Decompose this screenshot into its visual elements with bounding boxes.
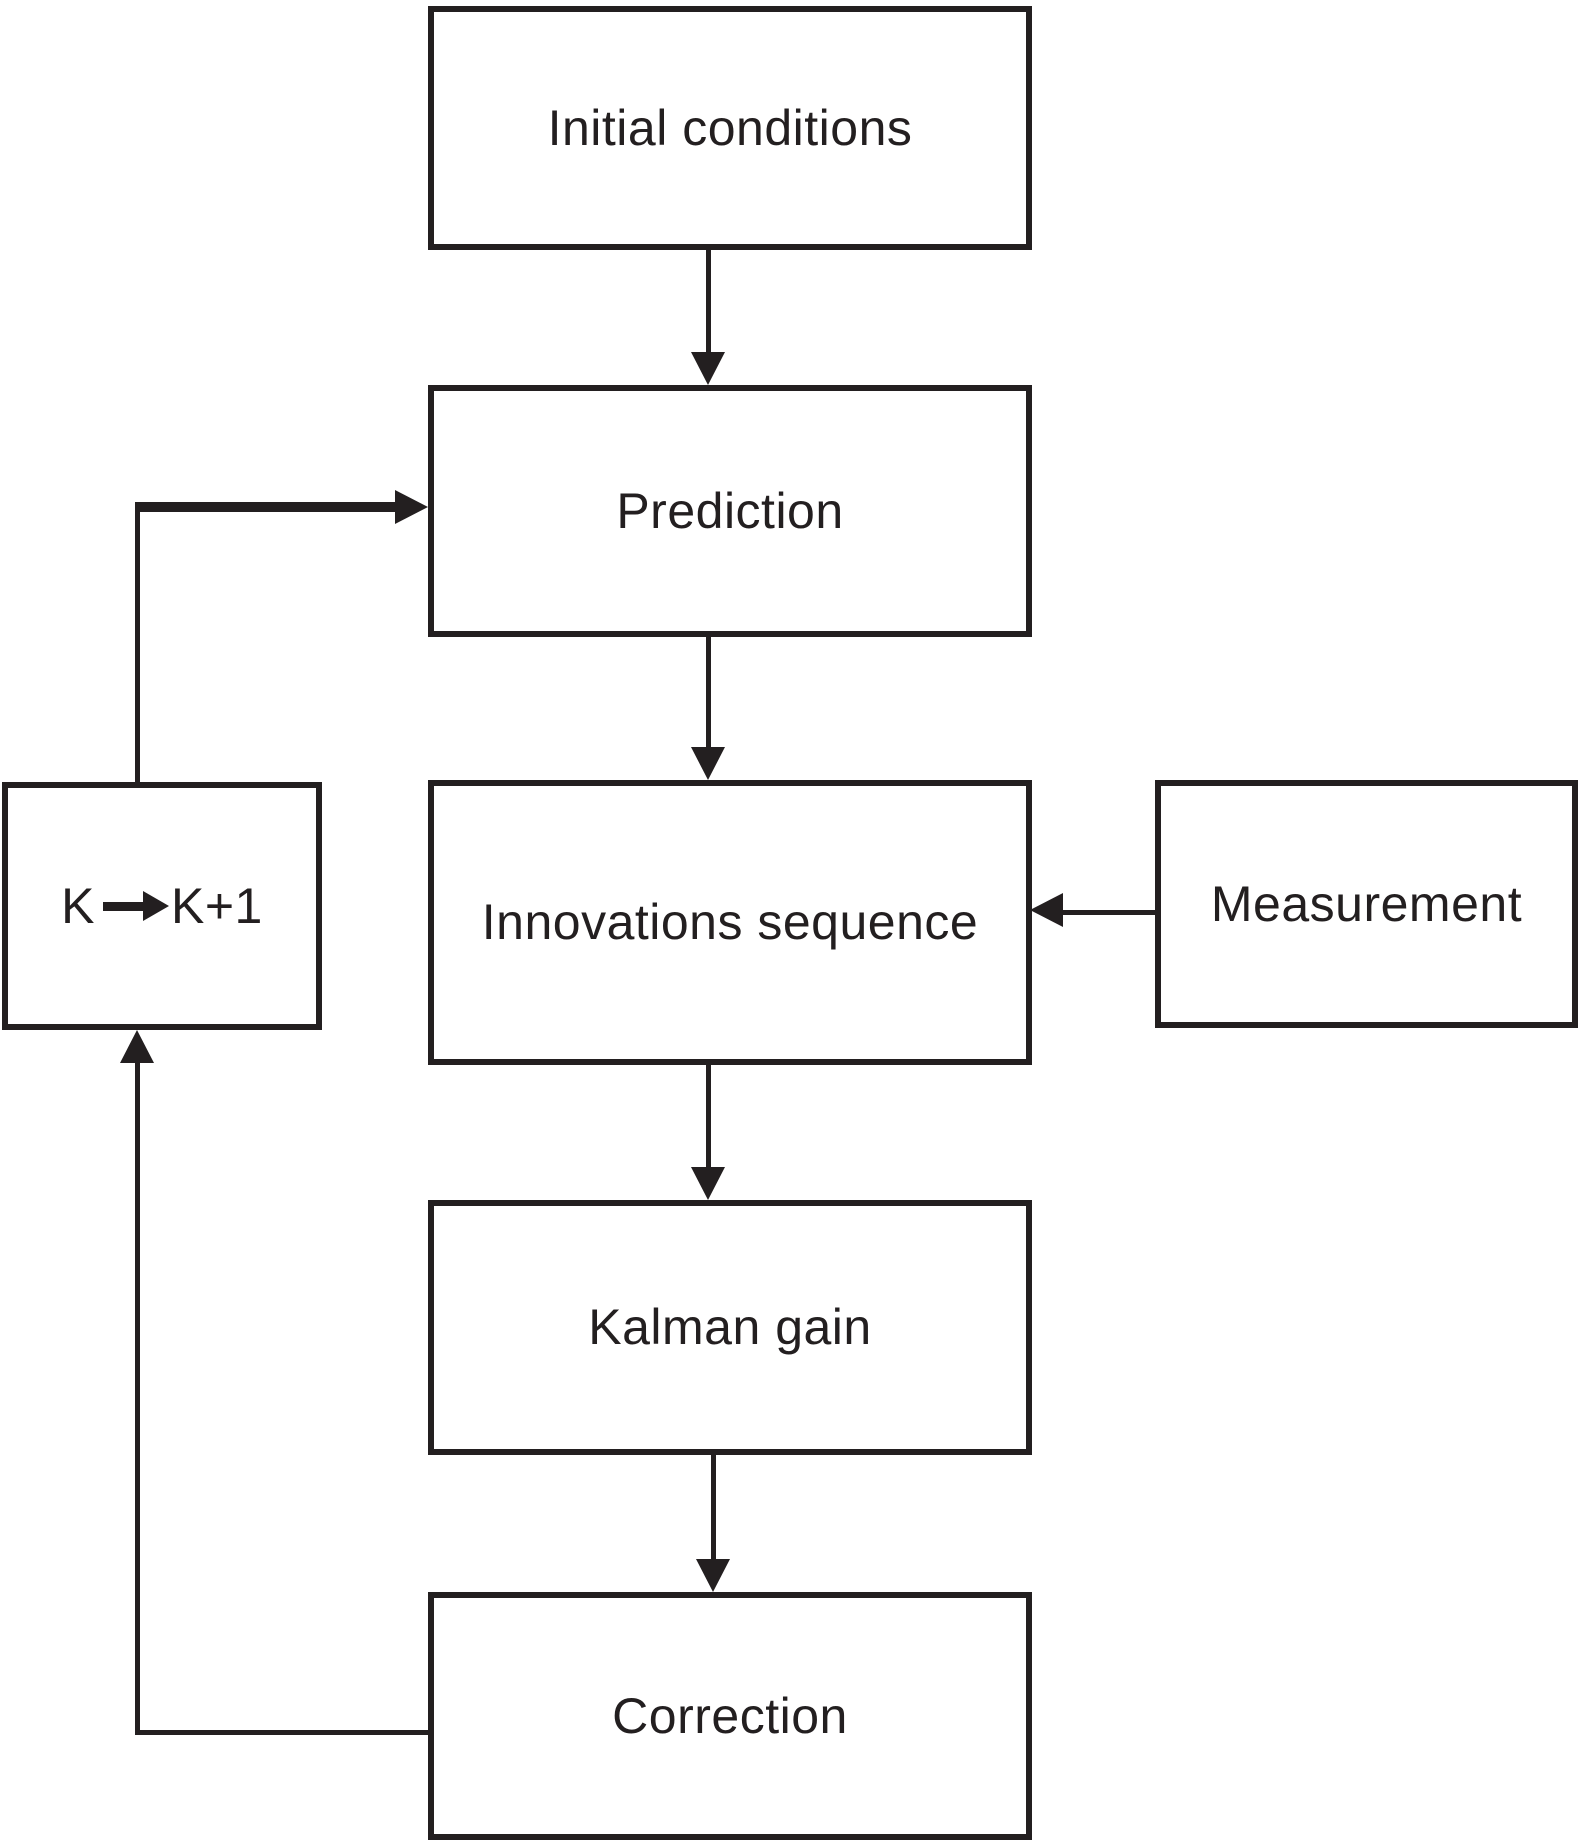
- box-innovations-sequence-label: Innovations sequence: [481, 894, 979, 950]
- box-kalman-gain: Kalman gain: [428, 1200, 1032, 1455]
- box-initial-conditions: Initial conditions: [428, 6, 1032, 250]
- box-measurement-label: Measurement: [1210, 875, 1523, 932]
- box-prediction: Prediction: [428, 385, 1032, 637]
- box-correction: Correction: [428, 1592, 1032, 1840]
- box-measurement: Measurement: [1155, 780, 1578, 1028]
- box-k-iteration: K K+1: [2, 782, 322, 1030]
- arrow-measurement-to-innovations-shaft: [1063, 910, 1155, 915]
- box-innovations-sequence: Innovations sequence: [428, 780, 1032, 1065]
- arrow-kalman-to-correction-arrowhead: [696, 1559, 730, 1592]
- feedback-iteration-horizontal-line: [135, 502, 395, 512]
- box-k-iteration-label: K K+1: [61, 877, 263, 934]
- iteration-label-k: K: [61, 877, 95, 934]
- box-correction-label: Correction: [612, 1687, 848, 1744]
- feedback-into-iteration-arrowhead: [120, 1030, 154, 1063]
- arrow-measurement-to-innovations-arrowhead: [1030, 893, 1063, 927]
- right-arrow-shaft: [103, 901, 143, 911]
- right-arrow-head: [143, 891, 169, 921]
- box-kalman-gain-label: Kalman gain: [588, 1299, 872, 1355]
- box-initial-conditions-label: Initial conditions: [547, 99, 913, 156]
- box-prediction-label: Prediction: [616, 482, 844, 539]
- feedback-correction-vertical-line: [135, 1063, 140, 1735]
- arrow-initial-to-prediction-arrowhead: [691, 352, 725, 385]
- feedback-correction-horizontal-line: [135, 1730, 428, 1735]
- feedback-iteration-vertical-line: [135, 507, 140, 782]
- arrow-innovations-to-kalman-shaft: [706, 1065, 711, 1169]
- arrow-initial-to-prediction-shaft: [706, 250, 711, 354]
- arrow-kalman-to-correction-shaft: [711, 1455, 716, 1561]
- arrow-prediction-to-innovations-shaft: [706, 637, 711, 749]
- arrow-innovations-to-kalman-arrowhead: [691, 1167, 725, 1200]
- feedback-into-prediction-arrowhead: [395, 490, 428, 524]
- iteration-label-k-plus-1: K+1: [171, 877, 263, 934]
- right-arrow-icon: [103, 891, 169, 921]
- arrow-prediction-to-innovations-arrowhead: [691, 747, 725, 780]
